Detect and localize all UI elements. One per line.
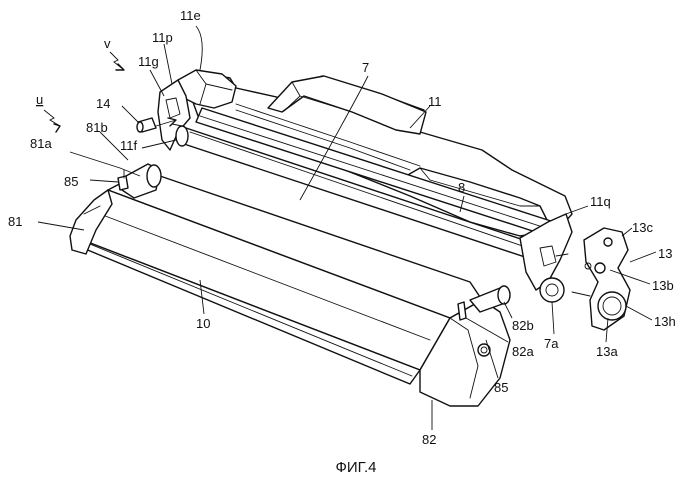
label-81: 81 xyxy=(8,214,22,229)
part-13-cap xyxy=(572,228,630,330)
label-11q: 11q xyxy=(590,194,611,209)
label-7a: 7a xyxy=(544,336,559,351)
label-82: 82 xyxy=(422,432,436,447)
label-u: u xyxy=(36,92,43,107)
label-10: 10 xyxy=(196,316,210,331)
label-11f: 11f xyxy=(120,138,137,153)
label-81a: 81a xyxy=(30,136,52,151)
label-8: 8 xyxy=(458,180,465,195)
label-82b: 82b xyxy=(512,318,534,333)
label-13: 13 xyxy=(658,246,672,261)
label-85-right: 85 xyxy=(494,380,508,395)
label-13h: 13h xyxy=(654,314,676,329)
label-13b: 13b xyxy=(652,278,674,293)
view-arrow-u xyxy=(44,110,60,132)
label-11: 11 xyxy=(428,94,442,109)
label-82a: 82a xyxy=(512,344,534,359)
label-7: 7 xyxy=(362,60,369,75)
label-11g: 11g xyxy=(138,54,159,69)
label-81b: 81b xyxy=(86,120,108,135)
view-arrow-v xyxy=(110,52,124,70)
label-11e: 11e xyxy=(180,8,201,23)
label-v: v xyxy=(104,36,111,51)
label-85-left: 85 xyxy=(64,174,78,189)
label-13a: 13a xyxy=(596,344,618,359)
figure-caption: ФИГ.4 xyxy=(336,459,377,476)
label-13c: 13c xyxy=(632,220,653,235)
label-14: 14 xyxy=(96,96,110,111)
label-11p: 11p xyxy=(152,30,173,45)
